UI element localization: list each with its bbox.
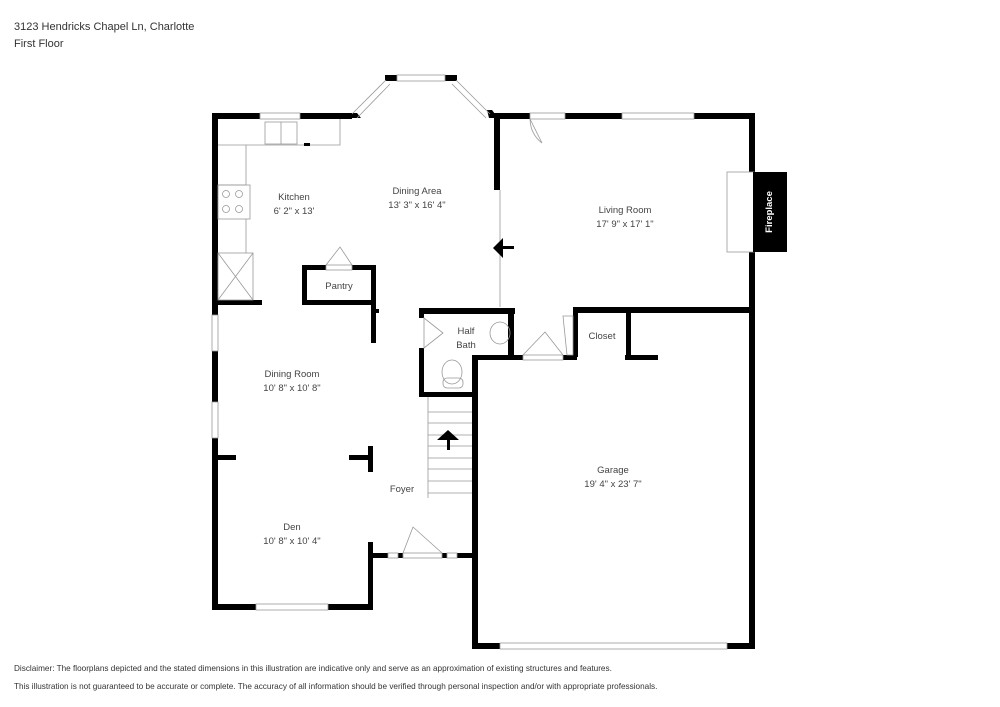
foyer-name: Foyer	[390, 484, 414, 495]
half-bath-name-2: Bath	[456, 340, 476, 351]
address-title: 3123 Hendricks Chapel Ln, Charlotte	[14, 21, 195, 33]
garage-dims: 19' 4" x 23' 7"	[584, 479, 641, 490]
floor-label: First Floor	[14, 38, 64, 50]
garage-name: Garage	[597, 465, 629, 476]
pantry-name: Pantry	[325, 281, 353, 292]
dining-room-name: Dining Room	[265, 369, 320, 380]
fireplace-label: Fireplace	[764, 191, 775, 233]
dining-area-dims: 13' 3" x 16' 4"	[388, 200, 445, 211]
dining-area-name: Dining Area	[392, 186, 442, 197]
living-room-name: Living Room	[599, 205, 652, 216]
den-dims: 10' 8" x 10' 4"	[263, 536, 320, 547]
half-bath-fixtures	[441, 321, 511, 389]
den-name: Den	[283, 522, 300, 533]
living-room-dims: 17' 9" x 17' 1"	[596, 219, 653, 230]
kitchen-counters	[217, 119, 341, 301]
door-swings	[325, 118, 574, 554]
closet-name: Closet	[589, 331, 616, 342]
stairs	[427, 397, 472, 498]
half-bath-name-1: Half	[458, 326, 475, 337]
room-labels: Kitchen 6' 2" x 13' Dining Area 13' 3" x…	[263, 186, 653, 547]
kitchen-name: Kitchen	[278, 192, 310, 203]
disclaimer-line-2: This illustration is not guaranteed to b…	[14, 682, 658, 691]
walls	[212, 75, 755, 649]
entry-arrow-icon	[493, 238, 503, 258]
bay-window-glass	[351, 79, 491, 119]
kitchen-dims: 6' 2" x 13'	[274, 206, 315, 217]
stairs-up-arrow-icon	[437, 430, 459, 440]
windows	[211, 74, 728, 650]
dining-room-dims: 10' 8" x 10' 8"	[263, 383, 320, 394]
disclaimer-line-1: Disclaimer: The floorplans depicted and …	[14, 664, 612, 673]
fireplace: Fireplace	[726, 171, 787, 253]
